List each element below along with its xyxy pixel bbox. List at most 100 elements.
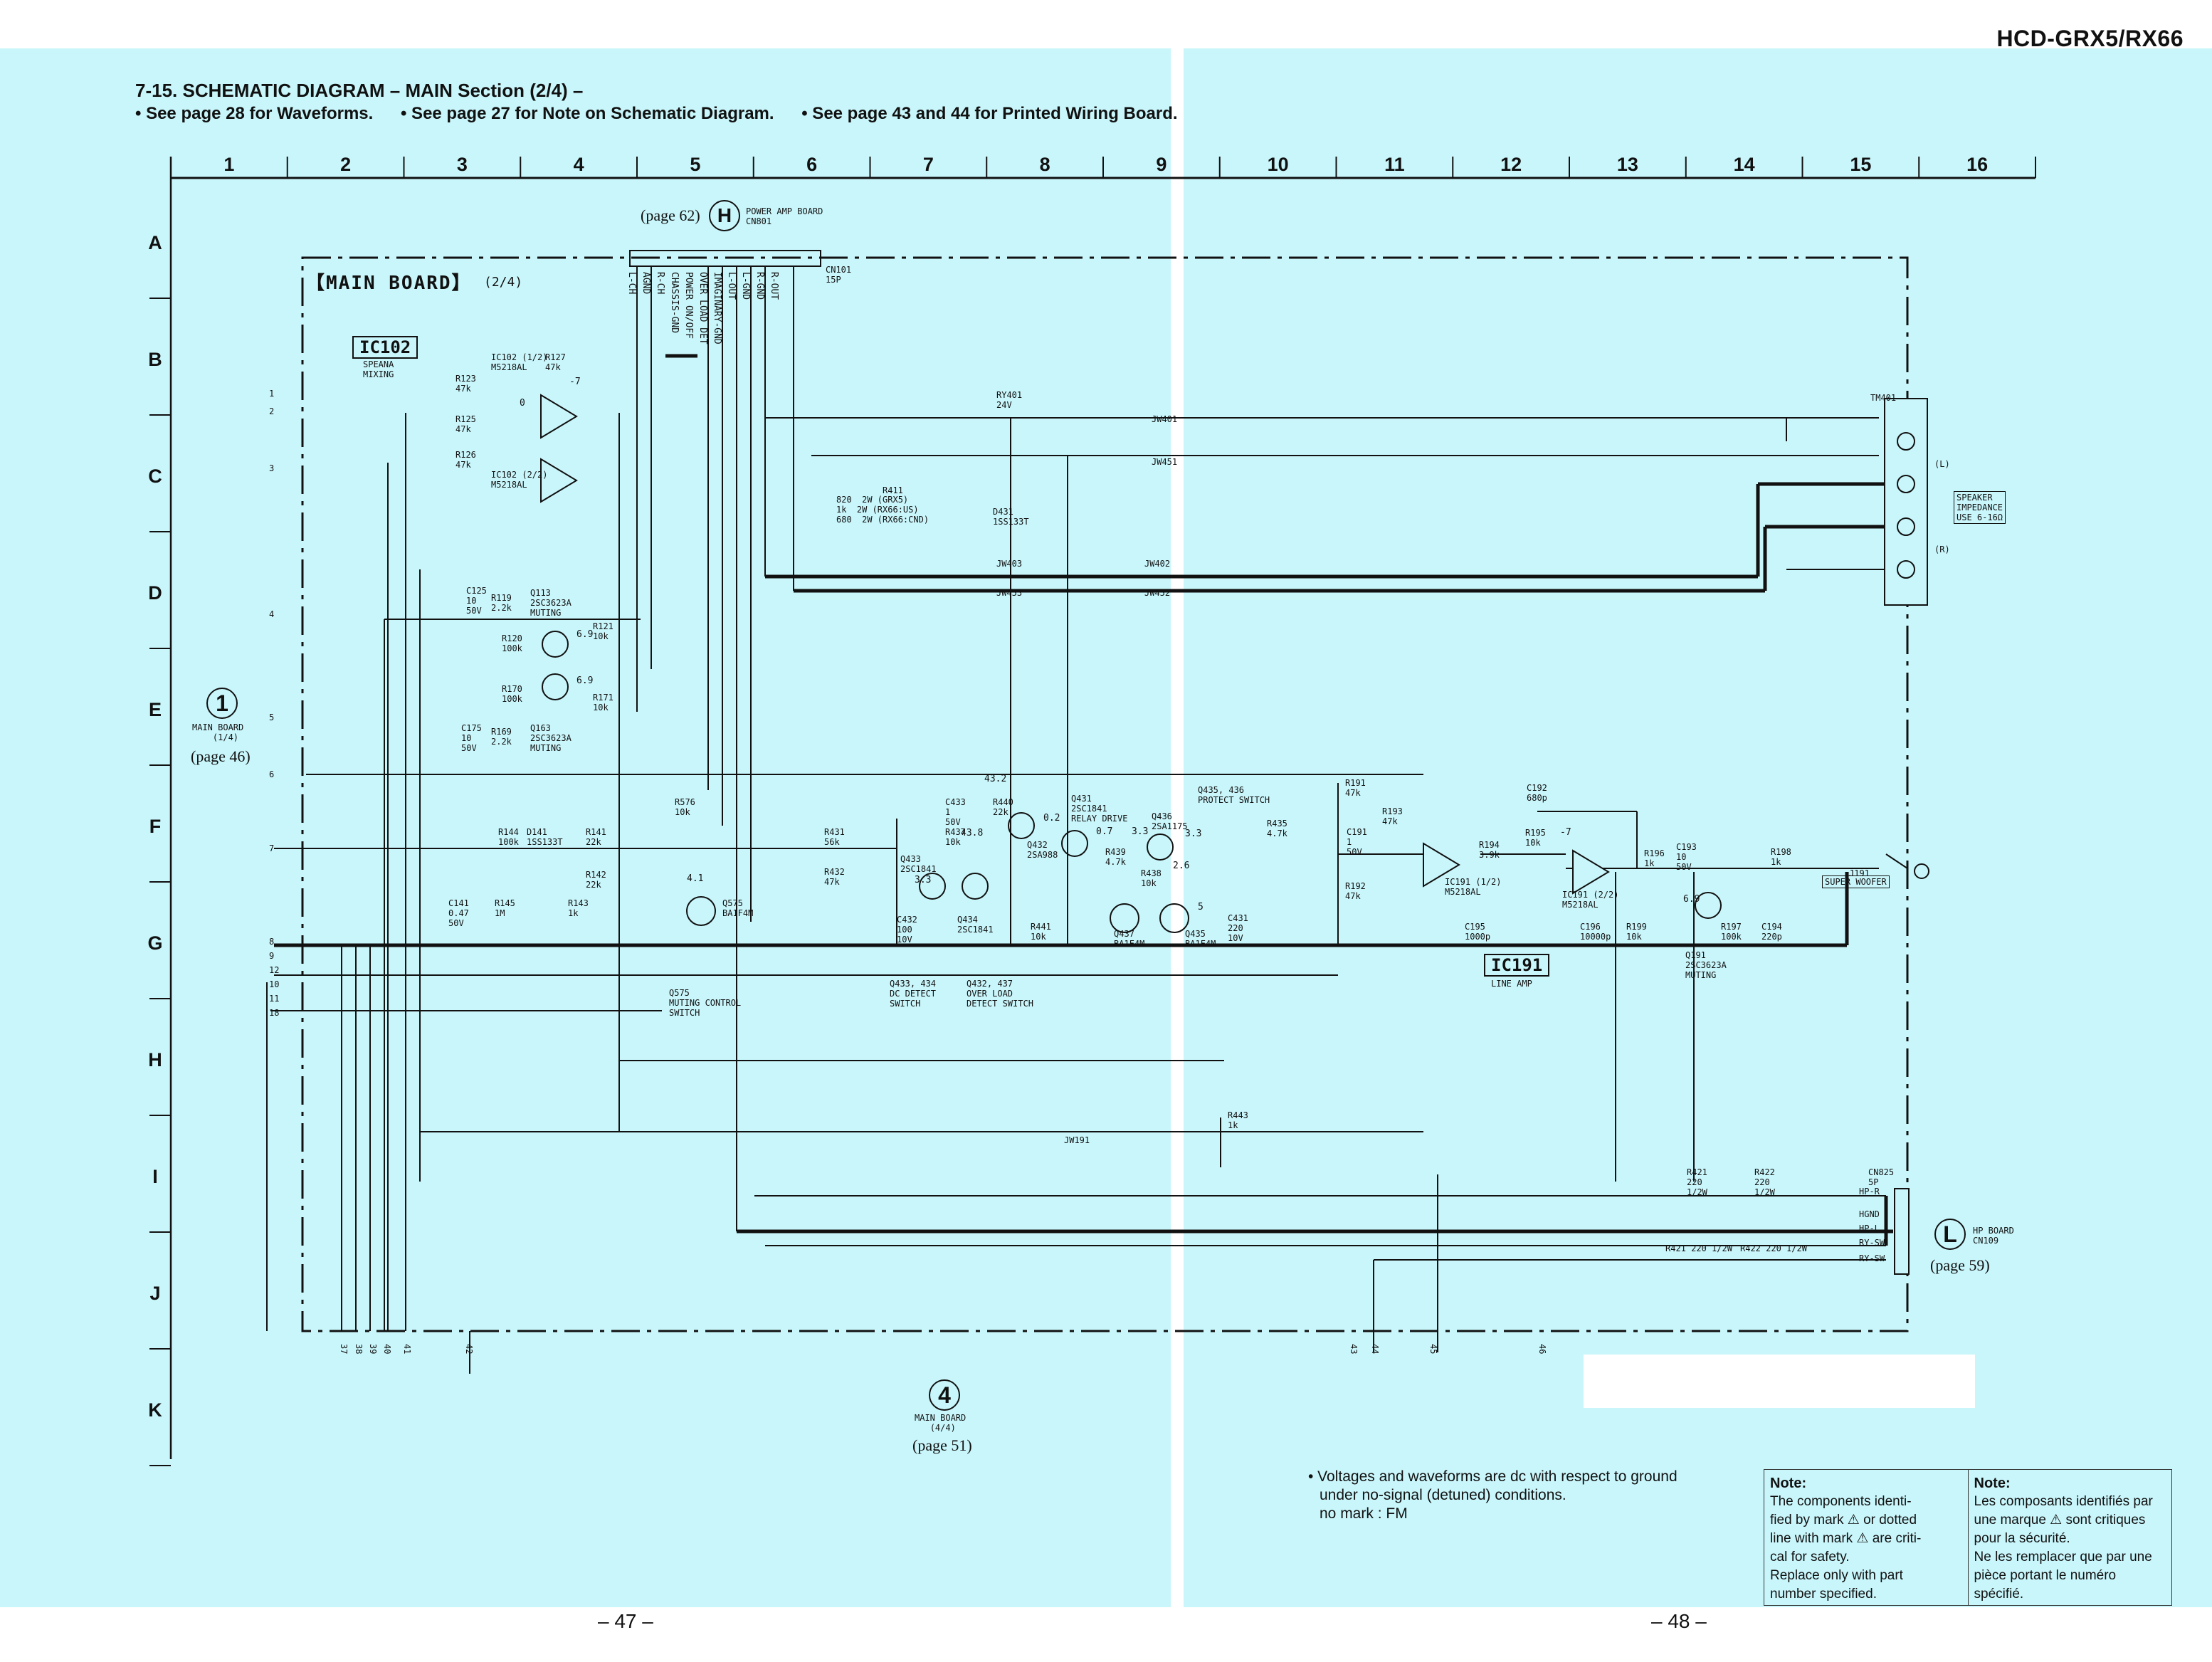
component-r443: R443 1k: [1228, 1110, 1248, 1130]
row-label: D: [148, 582, 162, 604]
bottom-pin-label: 37: [339, 1344, 349, 1355]
row-label: B: [148, 349, 162, 370]
row-label: J: [149, 1283, 160, 1304]
row-label: H: [148, 1049, 162, 1071]
board-sub: (2/4): [484, 275, 523, 290]
bottom-pin-label: 38: [354, 1344, 364, 1355]
component-r437: R437 10k: [945, 827, 966, 847]
connector-l-marker: L: [1934, 1219, 1966, 1250]
voltage-value: 5: [1198, 902, 1204, 912]
bottom-pin-label: 39: [368, 1344, 378, 1355]
column-label: 1: [223, 154, 234, 175]
top-pin-label: IMAGINARY-GND: [712, 272, 722, 345]
component-r170: R170 100k: [502, 684, 522, 704]
component-q575t: Q575 MUTING CONTROL SWITCH: [669, 988, 742, 1018]
component-r422: R422 220 1/2W: [1754, 1167, 1775, 1197]
left-pin-label: 2: [269, 406, 275, 416]
voltage-note: • Voltages and waveforms are dc with res…: [1308, 1468, 1678, 1523]
connector-1-page: (page 46): [191, 747, 251, 765]
component-r144: R144 100k: [498, 827, 519, 847]
top-pin-label: R-CH: [655, 272, 665, 295]
note-fr-4: Ne les remplacer que par une: [1974, 1550, 2152, 1564]
component-r142: R142 22k: [586, 870, 606, 890]
component-r121: R121 10k: [593, 621, 613, 641]
note-fr-2: une marque ⚠ sont critiques: [1974, 1513, 2146, 1527]
voltage-value: 3.3: [1132, 826, 1149, 837]
voltage-value: 2.6: [1173, 861, 1190, 871]
component-c175: C175 10 50V: [461, 723, 482, 753]
connector-l-page: (page 59): [1930, 1256, 1990, 1274]
left-pin-label: 10: [269, 979, 280, 989]
note-en-1: The components identi-: [1770, 1494, 1912, 1509]
component-q436: Q436 2SA1175: [1152, 811, 1188, 831]
component-r435: R435 4.7k: [1267, 819, 1287, 838]
row-label: K: [148, 1399, 162, 1421]
voltage-note-line2: under no-signal (detuned) conditions.: [1320, 1487, 1566, 1503]
component-r191: R191 47k: [1345, 778, 1366, 798]
connector-4-marker: 4: [929, 1379, 960, 1411]
top-pin-label: OVER LOAD DET: [697, 272, 708, 345]
right-pin-label: HGND: [1859, 1209, 1880, 1219]
voltage-note-line3: no mark : FM: [1320, 1505, 1408, 1522]
component-r576: R576 10k: [675, 797, 695, 817]
component-r198: R198 1k: [1771, 847, 1791, 867]
right-pin-label: RY-SW: [1859, 1238, 1885, 1248]
component-q191: Q191 2SC3623A MUTING: [1685, 950, 1727, 980]
diagram-title: 7-15. SCHEMATIC DIAGRAM – MAIN Section (…: [135, 80, 584, 101]
blank-patch: [1584, 1355, 1975, 1408]
component-jw191: JW191: [1064, 1135, 1090, 1145]
left-pin-label: 8: [269, 937, 275, 947]
left-pin-label: 18: [269, 1008, 280, 1018]
left-pin-label: 11: [269, 994, 280, 1004]
row-label: G: [147, 932, 162, 954]
voltage-value: 6.9: [576, 629, 594, 640]
connector-1-marker: 1: [206, 688, 238, 719]
component-j191t: SUPER WOOFER: [1822, 875, 1890, 888]
component-c194: C194 220p: [1761, 922, 1782, 942]
component-r194: R194 3.9k: [1479, 840, 1500, 860]
voltage-value: 43.8: [961, 828, 984, 838]
note-en-title: Note:: [1770, 1476, 1807, 1491]
bottom-pin-label: 45: [1428, 1344, 1438, 1355]
right-pin-label: RY-SW: [1859, 1253, 1885, 1263]
component-r126: R126 47k: [455, 450, 476, 470]
left-pin-label: 7: [269, 843, 275, 853]
component-c192: C192 680p: [1527, 783, 1547, 803]
voltage-value: 0: [520, 398, 525, 409]
component-c193: C193 10 50V: [1676, 842, 1697, 872]
column-label: 3: [457, 154, 468, 175]
component-q433: Q433 2SC1841: [900, 854, 937, 874]
board-label: 【MAIN BOARD】: [306, 273, 472, 294]
note-en-6: number specified.: [1770, 1587, 1877, 1601]
component-jw453: JW453: [996, 588, 1023, 598]
component-r441: R441 10k: [1031, 922, 1051, 942]
bottom-pin-label: 42: [464, 1344, 474, 1355]
note-fr-5: pièce portant le numéro: [1974, 1568, 2117, 1583]
component-r192: R192 47k: [1345, 881, 1366, 901]
top-pin-label: POWER ON/OFF: [683, 272, 694, 339]
component-r432: R432 47k: [824, 867, 845, 887]
bottom-pin-label: 43: [1349, 1344, 1359, 1355]
bottom-pin-label: 41: [402, 1344, 412, 1355]
component-r127: R127 47k: [545, 352, 566, 372]
component-r431: R431 56k: [824, 827, 845, 847]
connector-4-page: (page 51): [912, 1436, 972, 1454]
component-c431: C431 220 10V: [1228, 913, 1248, 943]
connector-h-page: (page 62): [641, 206, 700, 224]
row-label: I: [152, 1166, 158, 1187]
note-fr-6: spécifié.: [1974, 1587, 2024, 1601]
ic191-desc: LINE AMP: [1491, 979, 1532, 989]
bottom-pin-label: 40: [382, 1344, 392, 1355]
component-q431: Q431 2SC1841 RELAY DRIVE: [1071, 794, 1128, 824]
component-c195: C195 1000p: [1465, 922, 1491, 942]
note-en-5: Replace only with part: [1770, 1568, 1903, 1583]
connector-h-marker: H: [709, 200, 740, 231]
component-d141: D141 1SS133T: [527, 827, 563, 847]
column-label: 14: [1734, 154, 1755, 175]
component-q435: Q435 BA1F4M: [1185, 929, 1216, 949]
header-notes: • See page 28 for Waveforms. • See page …: [135, 104, 1201, 124]
row-label: F: [149, 816, 162, 837]
component-r199: R199 10k: [1626, 922, 1647, 942]
component-tm401l: (L): [1934, 459, 1950, 469]
